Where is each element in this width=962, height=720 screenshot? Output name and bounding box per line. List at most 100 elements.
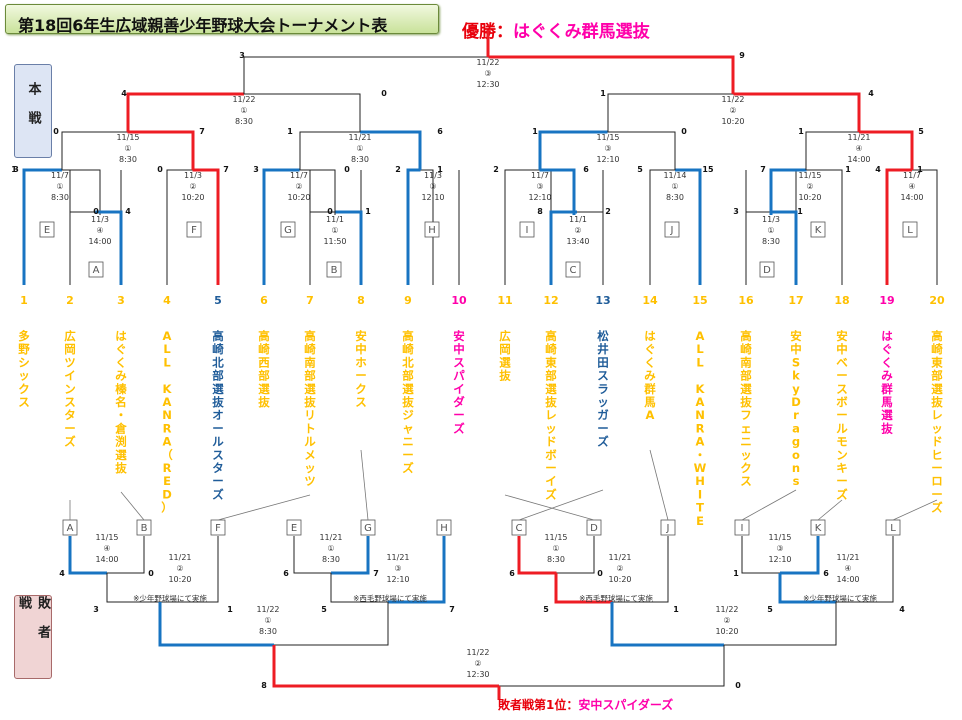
team-4-name-char: L [163, 355, 171, 369]
team-9-name-char: 抜 [402, 395, 414, 409]
team-4-name-char: A [163, 435, 172, 449]
team-8-name-char: ー [355, 369, 367, 383]
main-slot-J: J [670, 225, 674, 236]
team-16-name-char: ク [740, 461, 752, 475]
team-12-name-char: ー [545, 461, 557, 475]
venue-note: ※西毛野球場にて実施 [353, 593, 427, 603]
game-6-left [406, 168, 421, 285]
team-5-name-char: 抜 [212, 395, 224, 409]
loser-game-3-left [293, 536, 331, 574]
qf-4-right [859, 130, 914, 170]
main-game-9-number: ① [671, 182, 678, 191]
team-5-name-char: ズ [212, 487, 224, 501]
team-19-name-char: く [881, 355, 893, 369]
team-13-name-char: ガ [597, 408, 609, 422]
main-game-9-time: 8:30 [666, 193, 684, 202]
loser-game-7-right [780, 536, 820, 575]
main-score-9-right: 15 [702, 165, 714, 174]
team-6-name-char: 西 [258, 355, 270, 369]
game-9-right [675, 168, 702, 285]
team-20-name-char: 部 [931, 369, 943, 383]
game-3-right [192, 168, 220, 285]
team-7-name-char: リ [304, 408, 316, 422]
main-game-11-date: 11/3 [762, 215, 780, 224]
main-score-13-right: 7 [199, 127, 205, 136]
team-10-name-char: ス [453, 355, 465, 369]
main-game-8-date: 11/1 [569, 215, 587, 224]
loser-game-3-right [331, 536, 370, 575]
team-13-name-char: 田 [597, 355, 609, 369]
main-game-3-time: 10:20 [181, 193, 204, 202]
team-4-name-char: E [163, 474, 171, 488]
team-8-name-char: ホ [355, 355, 367, 369]
title-banner: 第18回6年生広域親善少年野球大会トーナメント表 [5, 4, 439, 35]
venue-note: ※少年野球場にて実施 [803, 593, 877, 603]
team-2-name-char: ー [64, 421, 76, 435]
team-18-name-char: ル [836, 421, 848, 435]
main-score-18-left: 1 [600, 89, 606, 98]
team-15-name-char: N [695, 408, 705, 422]
game-12-left [885, 168, 912, 285]
loser-game-label-11-date: 11/22 [715, 605, 738, 614]
main-slot-L-box [902, 221, 918, 238]
main-game-15-time: 12:10 [596, 155, 619, 164]
team-16-name-char: フ [740, 408, 752, 422]
team-17-name-char: n [792, 461, 800, 475]
team-20-name-char: 選 [931, 382, 943, 396]
team-18-number: 18 [834, 294, 849, 307]
team-17-name-char: s [793, 474, 800, 488]
loser-score-1-left: 4 [59, 569, 65, 578]
team-11-name-char: 抜 [499, 369, 511, 383]
team-12-name-char: ッ [545, 421, 557, 435]
team-8-number: 8 [357, 294, 365, 307]
team-14-name-char: は [644, 329, 656, 343]
loser-game-label-7-time: 12:10 [768, 555, 791, 564]
team-20-name-char: 抜 [931, 395, 943, 409]
venue-note: ※西毛野球場にて実施 [579, 593, 653, 603]
team-12-number: 12 [543, 294, 558, 307]
team-12-name-char: 部 [545, 369, 557, 383]
main-score-15-left: 1 [532, 127, 538, 136]
sf-2-left [607, 93, 734, 132]
main-score-7-left: 2 [493, 165, 499, 174]
loser-game-label-4-date: 11/21 [386, 553, 409, 562]
main-score-13-left: 0 [53, 127, 59, 136]
team-17-name-char: S [792, 355, 800, 369]
team-16-name-char: ェ [740, 421, 752, 435]
team-3-name-char: ・ [115, 408, 127, 422]
main-score-5-right: 1 [365, 207, 371, 216]
team-10-name-char: 中 [453, 342, 465, 356]
sf-2-right [733, 92, 861, 132]
loser-slot-H-box [436, 519, 452, 536]
loser-game-label-2-date: 11/21 [168, 553, 191, 562]
game-8-left [549, 210, 577, 285]
main-game-1-date: 11/7 [51, 171, 69, 180]
loser-slot-G: G [364, 523, 372, 534]
team-10-name-char: ズ [453, 421, 465, 435]
loser-connector [892, 499, 938, 521]
main-slot-K: K [815, 225, 822, 236]
team-5-name-char: ス [212, 448, 224, 462]
venue-note: ※少年野球場にて実施 [133, 593, 207, 603]
loser-game-label-9-number: ① [264, 616, 271, 625]
loser-game-4-left [330, 573, 388, 603]
loser-game-6-left [554, 573, 612, 604]
team-2-name-char: ン [64, 382, 76, 396]
loser-score-3-right: 7 [373, 569, 379, 578]
game-1-right [62, 169, 101, 215]
team-10-name-char: パ [453, 369, 465, 383]
team-17-name-char: k [792, 369, 800, 383]
team-4-name-char: R [163, 461, 172, 475]
team-17-name-char: 中 [790, 342, 802, 356]
loser-sf-1-left [158, 602, 274, 647]
loser-score-9-right: 1 [227, 605, 233, 614]
team-14-name-char: ぐ [644, 342, 656, 356]
loser-slot-A: A [67, 523, 74, 534]
team-7-name-char: 南 [304, 355, 316, 369]
team-8-name-char: ク [355, 382, 367, 396]
main-game-14-date: 11/21 [348, 133, 371, 142]
team-20-name-char: ヒ [931, 448, 943, 462]
team-15-name-char: A [696, 329, 705, 343]
team-7-number: 7 [306, 294, 314, 307]
main-game-19-date: 11/22 [476, 58, 499, 67]
